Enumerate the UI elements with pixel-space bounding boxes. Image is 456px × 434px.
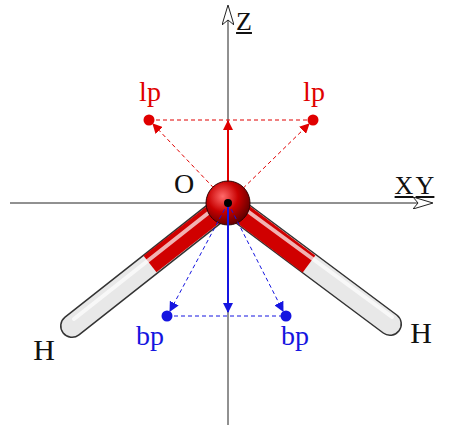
lone-pair-label: lp — [139, 78, 161, 106]
bp-vector — [170, 203, 228, 311]
lone-pair-label: lp — [303, 78, 325, 106]
lp-guide — [149, 120, 313, 121]
bp-dot — [162, 311, 173, 322]
bond-pair-label: bp — [136, 322, 164, 350]
lp-dot — [308, 115, 319, 126]
bp-vector — [228, 203, 283, 311]
atom-label: H — [410, 318, 432, 348]
z-axis — [228, 6, 229, 425]
origin-dot — [224, 199, 232, 207]
oh-bond — [72, 199, 228, 326]
atom-label: O — [174, 170, 194, 198]
bp-dot — [281, 311, 292, 322]
lp-dot — [144, 115, 155, 126]
oh-bond — [228, 199, 392, 324]
axis-label: Y — [416, 173, 435, 199]
bp-resultant — [227, 203, 229, 312]
axis-label: Z — [236, 9, 252, 35]
bp-guide — [167, 316, 286, 317]
atom-label: H — [33, 335, 55, 365]
axis-label: X — [395, 173, 414, 199]
bond-pair-label: bp — [281, 322, 309, 350]
